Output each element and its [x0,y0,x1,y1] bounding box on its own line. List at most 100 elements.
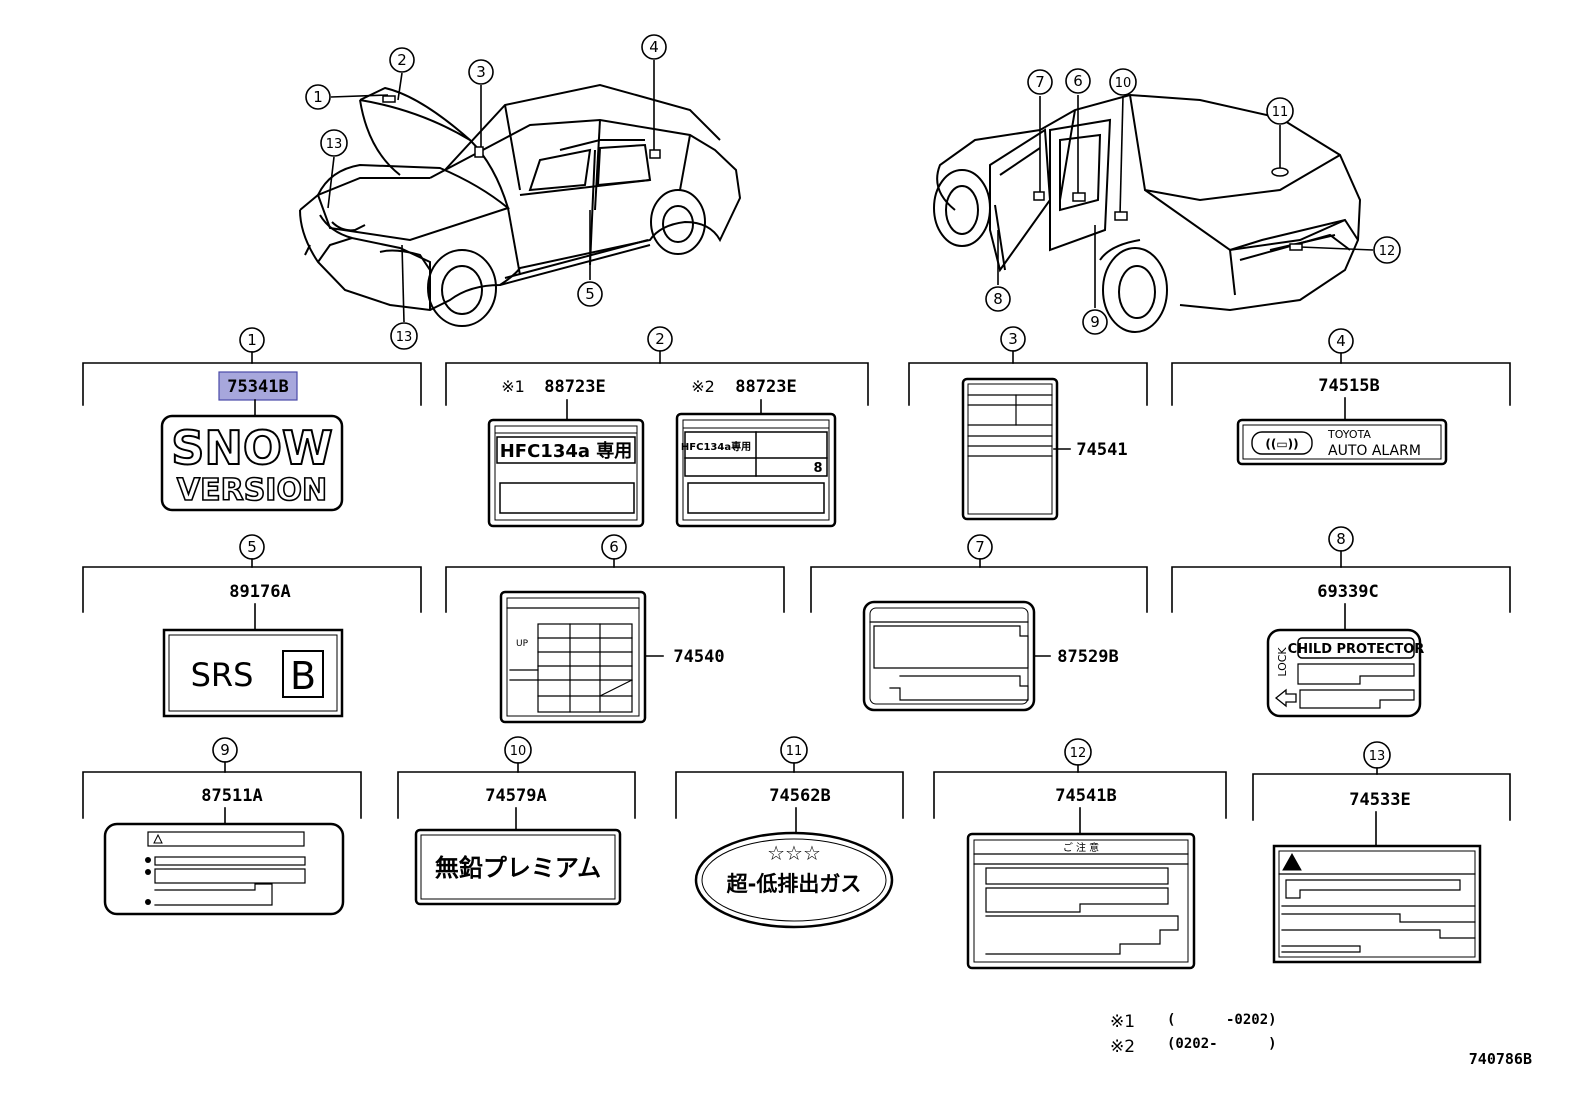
low-emission-text: 超-低排出ガス [727,872,862,896]
car-callout-6-text: 6 [1073,72,1083,90]
car-callout-12: 12 [1373,236,1401,264]
footnote-1-range: ( -0202) [1167,1012,1277,1028]
car-callout-7: 7 [1027,69,1053,95]
part-number-88723E-right[interactable]: 88723E [735,377,796,397]
panel-6: 6 UP 74540 [445,534,785,724]
car-callout-3: 3 [468,59,494,85]
car-callout-11: 11 [1266,97,1294,125]
panel-6-number: 6 [609,538,619,556]
battery-warning-label [1272,844,1482,964]
car-callout-6: 6 [1065,68,1091,94]
auto-alarm-label [1236,418,1448,466]
diagram-id: 740786B [1469,1050,1532,1068]
label-panels: 1 75341B SNOW VERSION 2 ※1 88723E ※2 887… [82,326,1511,970]
note-mark-1: ※1 [501,377,525,396]
car-callout-10: 10 [1109,68,1137,96]
footnotes: ※1 ( -0202) ※2 (0202- ) 740786B [1110,1012,1532,1068]
part-number-87511A[interactable]: 87511A [201,786,262,806]
part-number-74540[interactable]: 74540 [673,647,724,667]
note-mark-2: ※2 [691,377,715,396]
panel-1: 1 75341B SNOW VERSION [82,327,422,512]
panel-12: 12 74541B ご 注 意 [933,738,1227,970]
part-number-69339C[interactable]: 69339C [1317,582,1378,602]
toyota-text: TOYOTA [1327,428,1371,441]
footnote-1-mark: ※1 [1110,1012,1135,1032]
car-callout-1: 1 [305,84,331,110]
car-callout-13b-text: 13 [396,330,413,345]
tire-pressure-label [961,377,1059,521]
svg-text:((▭)): ((▭)) [1265,437,1298,451]
hfc-left-text: HFC134a 専用 [500,440,633,462]
panel-9-number: 9 [220,741,230,759]
ac-filter-label [862,600,1036,712]
car-rear-view [933,93,1362,333]
car-callout-2: 2 [389,47,415,73]
warning-icon [153,833,163,844]
footnote-2-range: (0202- ) [1167,1036,1277,1052]
panel-10: 10 74579A 無鉛プレミアム [397,736,636,906]
panel-2: 2 ※1 88723E ※2 88723E HFC134a 専用 HFC134a… [445,326,869,528]
panel-13-number: 13 [1369,749,1386,764]
car-callout-3-text: 3 [476,63,486,81]
panel-2-number: 2 [655,330,665,348]
part-number-74579A[interactable]: 74579A [485,786,546,806]
panel-1-number: 1 [247,331,257,349]
hfc-right-text: HFC134a専用 [681,440,751,453]
lock-text: LOCK [1276,647,1289,677]
panel-5: 5 89176A SRS B [82,534,422,718]
caution-header-text: ご 注 意 [1063,841,1099,854]
panel-10-number: 10 [510,744,527,759]
panel-3-number: 3 [1008,330,1018,348]
srs-text: SRS [191,656,254,694]
hfc-right-oil: 8 [813,461,822,476]
part-number-74541[interactable]: 74541 [1076,440,1127,460]
car-callout-8: 8 [985,286,1011,312]
panel-7: 7 87529B [810,534,1148,712]
part-number-89176A[interactable]: 89176A [229,582,290,602]
low-emission-label [694,831,894,929]
arrow-left-icon [1274,688,1297,708]
snow-version-label [160,414,344,512]
part-number-87529B[interactable]: 87529B [1057,647,1118,667]
part-number-highlight[interactable] [218,371,298,401]
warning-triangle-icon [1282,852,1302,871]
panel-8: 8 69339C CHILD PROTECTOR LOCK [1171,526,1511,718]
panel-4-number: 4 [1336,332,1346,350]
car-callout-12-text: 12 [1379,244,1396,259]
snow-text: SNOW [171,421,332,475]
part-number-74533E[interactable]: 74533E [1349,790,1410,810]
child-protector-text: CHILD PROTECTOR [1288,642,1425,657]
part-number-75341B[interactable]: 75341B [227,377,288,397]
part-number-74515B[interactable]: 74515B [1318,376,1379,396]
panel-5-number: 5 [247,538,257,556]
car-callout-5-text: 5 [585,285,595,303]
srs-letter: B [290,654,316,698]
premium-text: 無鉛プレミアム [435,854,601,882]
car-front-view [299,83,742,327]
car-callout-4-text: 4 [649,38,659,56]
panel-12-number: 12 [1070,746,1087,761]
car-callout-11-text: 11 [1272,105,1289,120]
part-number-88723E-left[interactable]: 88723E [544,377,605,397]
panel-7-number: 7 [975,538,985,556]
car-callout-13b: 13 [390,322,418,350]
stars-text: ☆☆☆ [767,841,821,865]
car-leader-lines [327,60,1374,323]
panel-4: 4 74515B ((▭)) TOYOTA AUTO ALARM [1171,328,1511,466]
panel-9: 9 87511A [82,737,362,916]
premium-unleaded-label [414,828,622,906]
panel-3: 3 74541 [908,326,1148,521]
car-callout-5: 5 [577,281,603,307]
auto-alarm-text: AUTO ALARM [1328,443,1421,459]
car-callout-9-text: 9 [1090,313,1100,331]
srs-label [162,628,344,718]
car-callout-10-text: 10 [1115,76,1132,91]
hfc-label-left [487,418,645,528]
part-number-74562B[interactable]: 74562B [769,786,830,806]
up-text: UP [516,639,529,649]
car-callout-7-text: 7 [1035,73,1045,91]
car-callout-13a: 13 [320,129,348,157]
part-number-74541B[interactable]: 74541B [1055,786,1116,806]
footnote-2-mark: ※2 [1110,1037,1135,1057]
